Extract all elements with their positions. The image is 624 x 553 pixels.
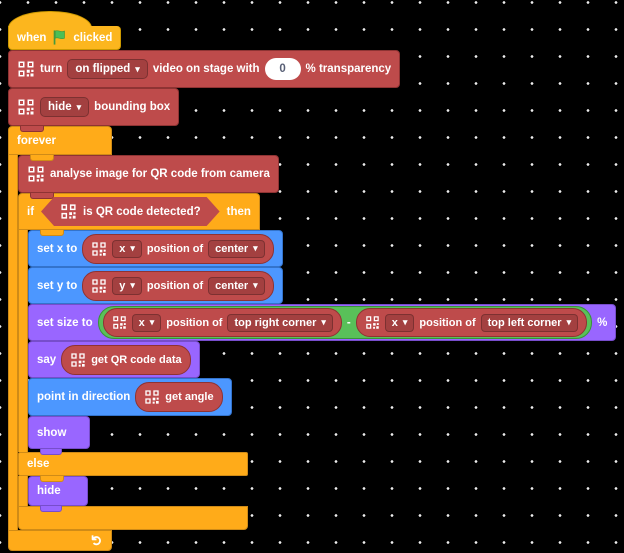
else-label: else xyxy=(27,458,50,470)
axis-dropdown[interactable]: x▾ xyxy=(131,313,162,332)
notch-tab xyxy=(40,230,64,236)
position-of-label: position of xyxy=(146,242,204,255)
qr-code-icon xyxy=(60,203,77,220)
qr-detected-boolean[interactable]: is QR code detected? xyxy=(41,197,220,226)
condition-label: is QR code detected? xyxy=(83,205,201,218)
chevron-down-icon: ▾ xyxy=(253,280,258,290)
position-of-label: position of xyxy=(419,316,476,329)
video-middle-label: video on stage with xyxy=(152,63,260,75)
forever-label: forever xyxy=(17,134,56,147)
loop-arrow-icon: ↻ xyxy=(88,534,105,547)
chevron-down-icon: ▾ xyxy=(149,317,155,327)
set-x-label: set x to xyxy=(37,242,78,255)
set-size-label: set size to xyxy=(37,316,93,329)
qr-code-icon xyxy=(17,60,35,78)
show-label: show xyxy=(37,426,67,439)
get-angle-reporter[interactable]: get angle xyxy=(135,382,223,412)
transparency-input[interactable]: 0 xyxy=(264,58,301,80)
get-qr-data-label: get QR code data xyxy=(91,353,182,366)
chevron-down-icon: ▾ xyxy=(76,101,82,112)
turn-video-block[interactable]: turn on flipped▾ video on stage with 0 %… xyxy=(8,50,401,88)
x-position-reporter[interactable]: x▾ position of center▾ xyxy=(82,233,274,264)
chevron-down-icon: ▾ xyxy=(253,243,258,253)
subtract-operator[interactable]: x▾ position of top right corner▾ - x▾ xyxy=(97,306,593,339)
point-in-direction-block[interactable]: point in direction get angle xyxy=(28,378,232,416)
turn-label: turn xyxy=(40,63,63,75)
minus-operator-label: - xyxy=(346,316,351,329)
bounding-box-label: bounding box xyxy=(94,101,171,113)
if-arm[interactable] xyxy=(18,230,28,452)
chevron-down-icon: ▾ xyxy=(135,63,140,74)
x-top-left-reporter[interactable]: x▾ position of top left corner▾ xyxy=(355,308,588,337)
chevron-down-icon: ▾ xyxy=(321,317,326,327)
qr-code-icon xyxy=(112,315,127,330)
position-of-label: position of xyxy=(166,316,223,329)
when-flag-clicked-block[interactable]: when clicked xyxy=(8,26,122,50)
get-qr-data-reporter[interactable]: get QR code data xyxy=(61,344,191,375)
axis-dropdown[interactable]: y▾ xyxy=(112,276,142,295)
set-y-label: set y to xyxy=(37,279,78,292)
bounding-mode-dropdown[interactable]: hide▾ xyxy=(40,97,90,117)
notch-tab xyxy=(20,126,44,132)
green-flag-icon xyxy=(51,29,68,46)
then-label: then xyxy=(226,205,251,218)
clicked-label: clicked xyxy=(73,31,113,44)
chevron-down-icon: ▾ xyxy=(130,243,135,253)
notch-tab xyxy=(40,476,64,482)
position-of-label: position of xyxy=(146,279,204,292)
if-block-header[interactable]: if is QR code detected? then xyxy=(18,193,260,230)
bounding-box-block[interactable]: hide▾ bounding box xyxy=(8,88,180,126)
chevron-down-icon: ▾ xyxy=(130,280,135,290)
qr-code-icon xyxy=(27,165,45,183)
transparency-suffix-label: % transparency xyxy=(305,63,392,75)
anchor-dropdown[interactable]: top right corner▾ xyxy=(227,313,333,332)
axis-dropdown[interactable]: x▾ xyxy=(112,239,142,258)
set-y-block[interactable]: set y to y▾ position of center▾ xyxy=(28,267,283,304)
say-label: say xyxy=(37,353,57,366)
notch-tab xyxy=(40,506,62,512)
forever-block-footer[interactable]: ↻ xyxy=(8,530,112,551)
axis-dropdown[interactable]: x▾ xyxy=(384,313,415,332)
analyse-image-block[interactable]: analyse image for QR code from camera xyxy=(18,155,279,193)
hide-label: hide xyxy=(37,485,61,497)
qr-code-icon xyxy=(70,352,86,368)
say-block[interactable]: say get QR code data xyxy=(28,341,200,378)
percent-label: % xyxy=(597,316,608,329)
anchor-dropdown[interactable]: center▾ xyxy=(208,276,265,295)
forever-block-header[interactable]: forever xyxy=(8,126,112,155)
forever-arm[interactable] xyxy=(8,155,18,530)
qr-code-icon xyxy=(91,278,107,294)
show-block[interactable]: show xyxy=(28,416,90,449)
analyse-label: analyse image for QR code from camera xyxy=(50,168,270,180)
point-in-direction-label: point in direction xyxy=(37,391,131,403)
set-x-block[interactable]: set x to x▾ position of center▾ xyxy=(28,230,283,267)
notch-tab xyxy=(30,193,54,199)
qr-code-icon xyxy=(365,315,380,330)
video-mode-dropdown[interactable]: on flipped▾ xyxy=(67,59,148,79)
qr-code-icon xyxy=(144,389,160,405)
anchor-dropdown[interactable]: center▾ xyxy=(208,239,265,258)
else-bar[interactable]: else xyxy=(18,452,248,476)
set-size-block[interactable]: set size to x▾ position of top right cor… xyxy=(28,304,617,341)
chevron-down-icon: ▾ xyxy=(566,317,572,327)
qr-code-icon xyxy=(17,98,35,116)
notch-tab xyxy=(30,155,54,161)
get-angle-label: get angle xyxy=(165,391,214,403)
x-top-right-reporter[interactable]: x▾ position of top right corner▾ xyxy=(102,308,342,337)
else-arm[interactable] xyxy=(18,476,28,506)
when-label: when xyxy=(17,31,47,44)
y-position-reporter[interactable]: y▾ position of center▾ xyxy=(82,270,274,301)
qr-code-icon xyxy=(91,241,107,257)
notch-tab xyxy=(40,449,62,455)
if-label: if xyxy=(27,205,35,218)
chevron-down-icon: ▾ xyxy=(402,317,408,327)
anchor-dropdown[interactable]: top left corner▾ xyxy=(480,313,579,332)
